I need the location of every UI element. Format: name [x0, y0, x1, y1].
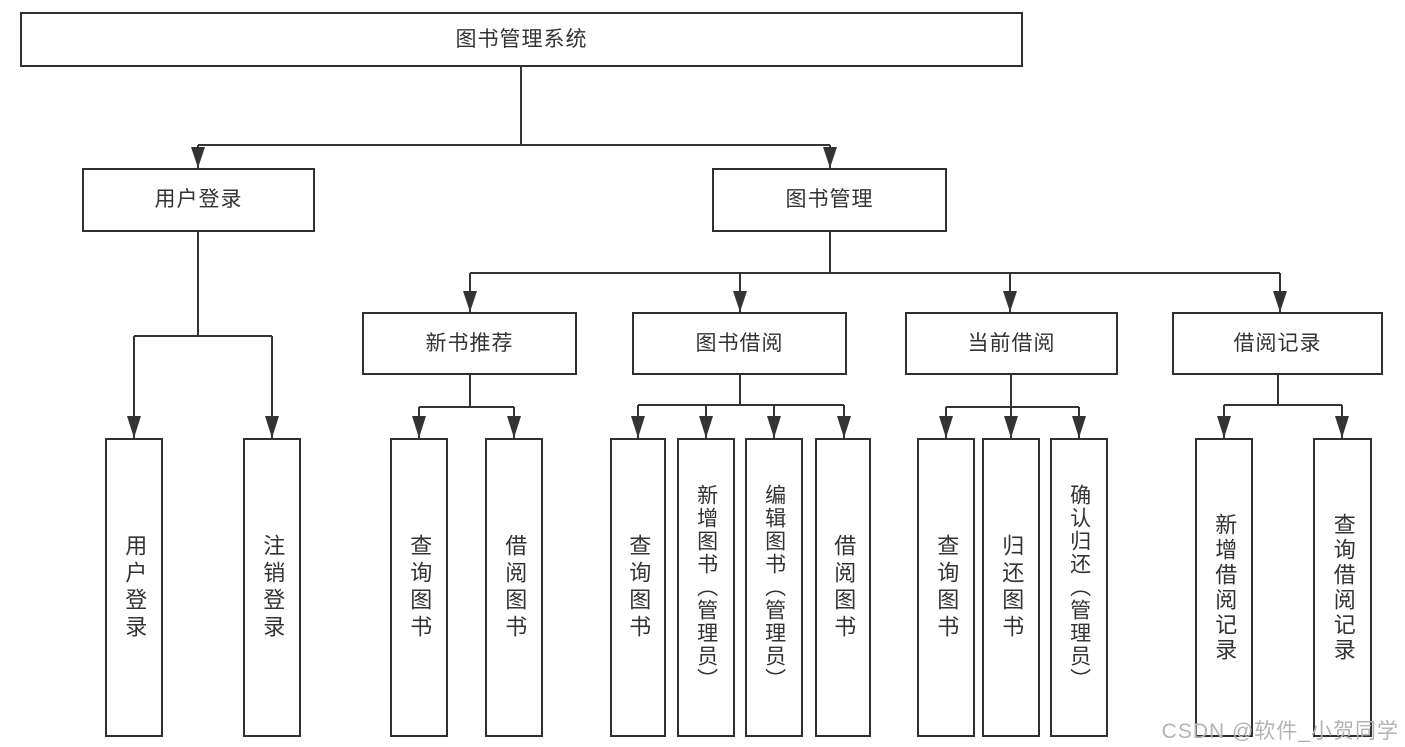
node-current-borrow: 当前借阅 [905, 312, 1118, 375]
leaf-return-books: 归还图书 [982, 438, 1040, 737]
node-new-book-recommend: 新书推荐 [362, 312, 577, 375]
leaf-recommend-query-books: 查询图书 [390, 438, 448, 737]
leaf-edit-books-admin: 编辑图书（管理员） [745, 438, 803, 737]
leaf-current-query-books: 查询图书 [917, 438, 975, 737]
leaf-borrow-query-books: 查询图书 [610, 438, 666, 737]
leaf-query-borrow-record: 查询借阅记录 [1313, 438, 1372, 737]
node-root-library-system: 图书管理系统 [20, 12, 1023, 67]
leaf-logout: 注销登录 [243, 438, 301, 737]
leaf-add-books-admin: 新增图书（管理员） [677, 438, 735, 737]
node-borrow-records: 借阅记录 [1172, 312, 1383, 375]
node-book-management-branch: 图书管理 [712, 168, 947, 232]
node-user-login-branch: 用户登录 [82, 168, 315, 232]
node-book-borrow: 图书借阅 [632, 312, 847, 375]
leaf-add-borrow-record: 新增借阅记录 [1195, 438, 1253, 737]
leaf-user-login: 用户登录 [105, 438, 163, 737]
leaf-borrow-borrow-books: 借阅图书 [815, 438, 871, 737]
leaf-recommend-borrow-books: 借阅图书 [485, 438, 543, 737]
leaf-confirm-return-admin: 确认归还（管理员） [1050, 438, 1108, 737]
